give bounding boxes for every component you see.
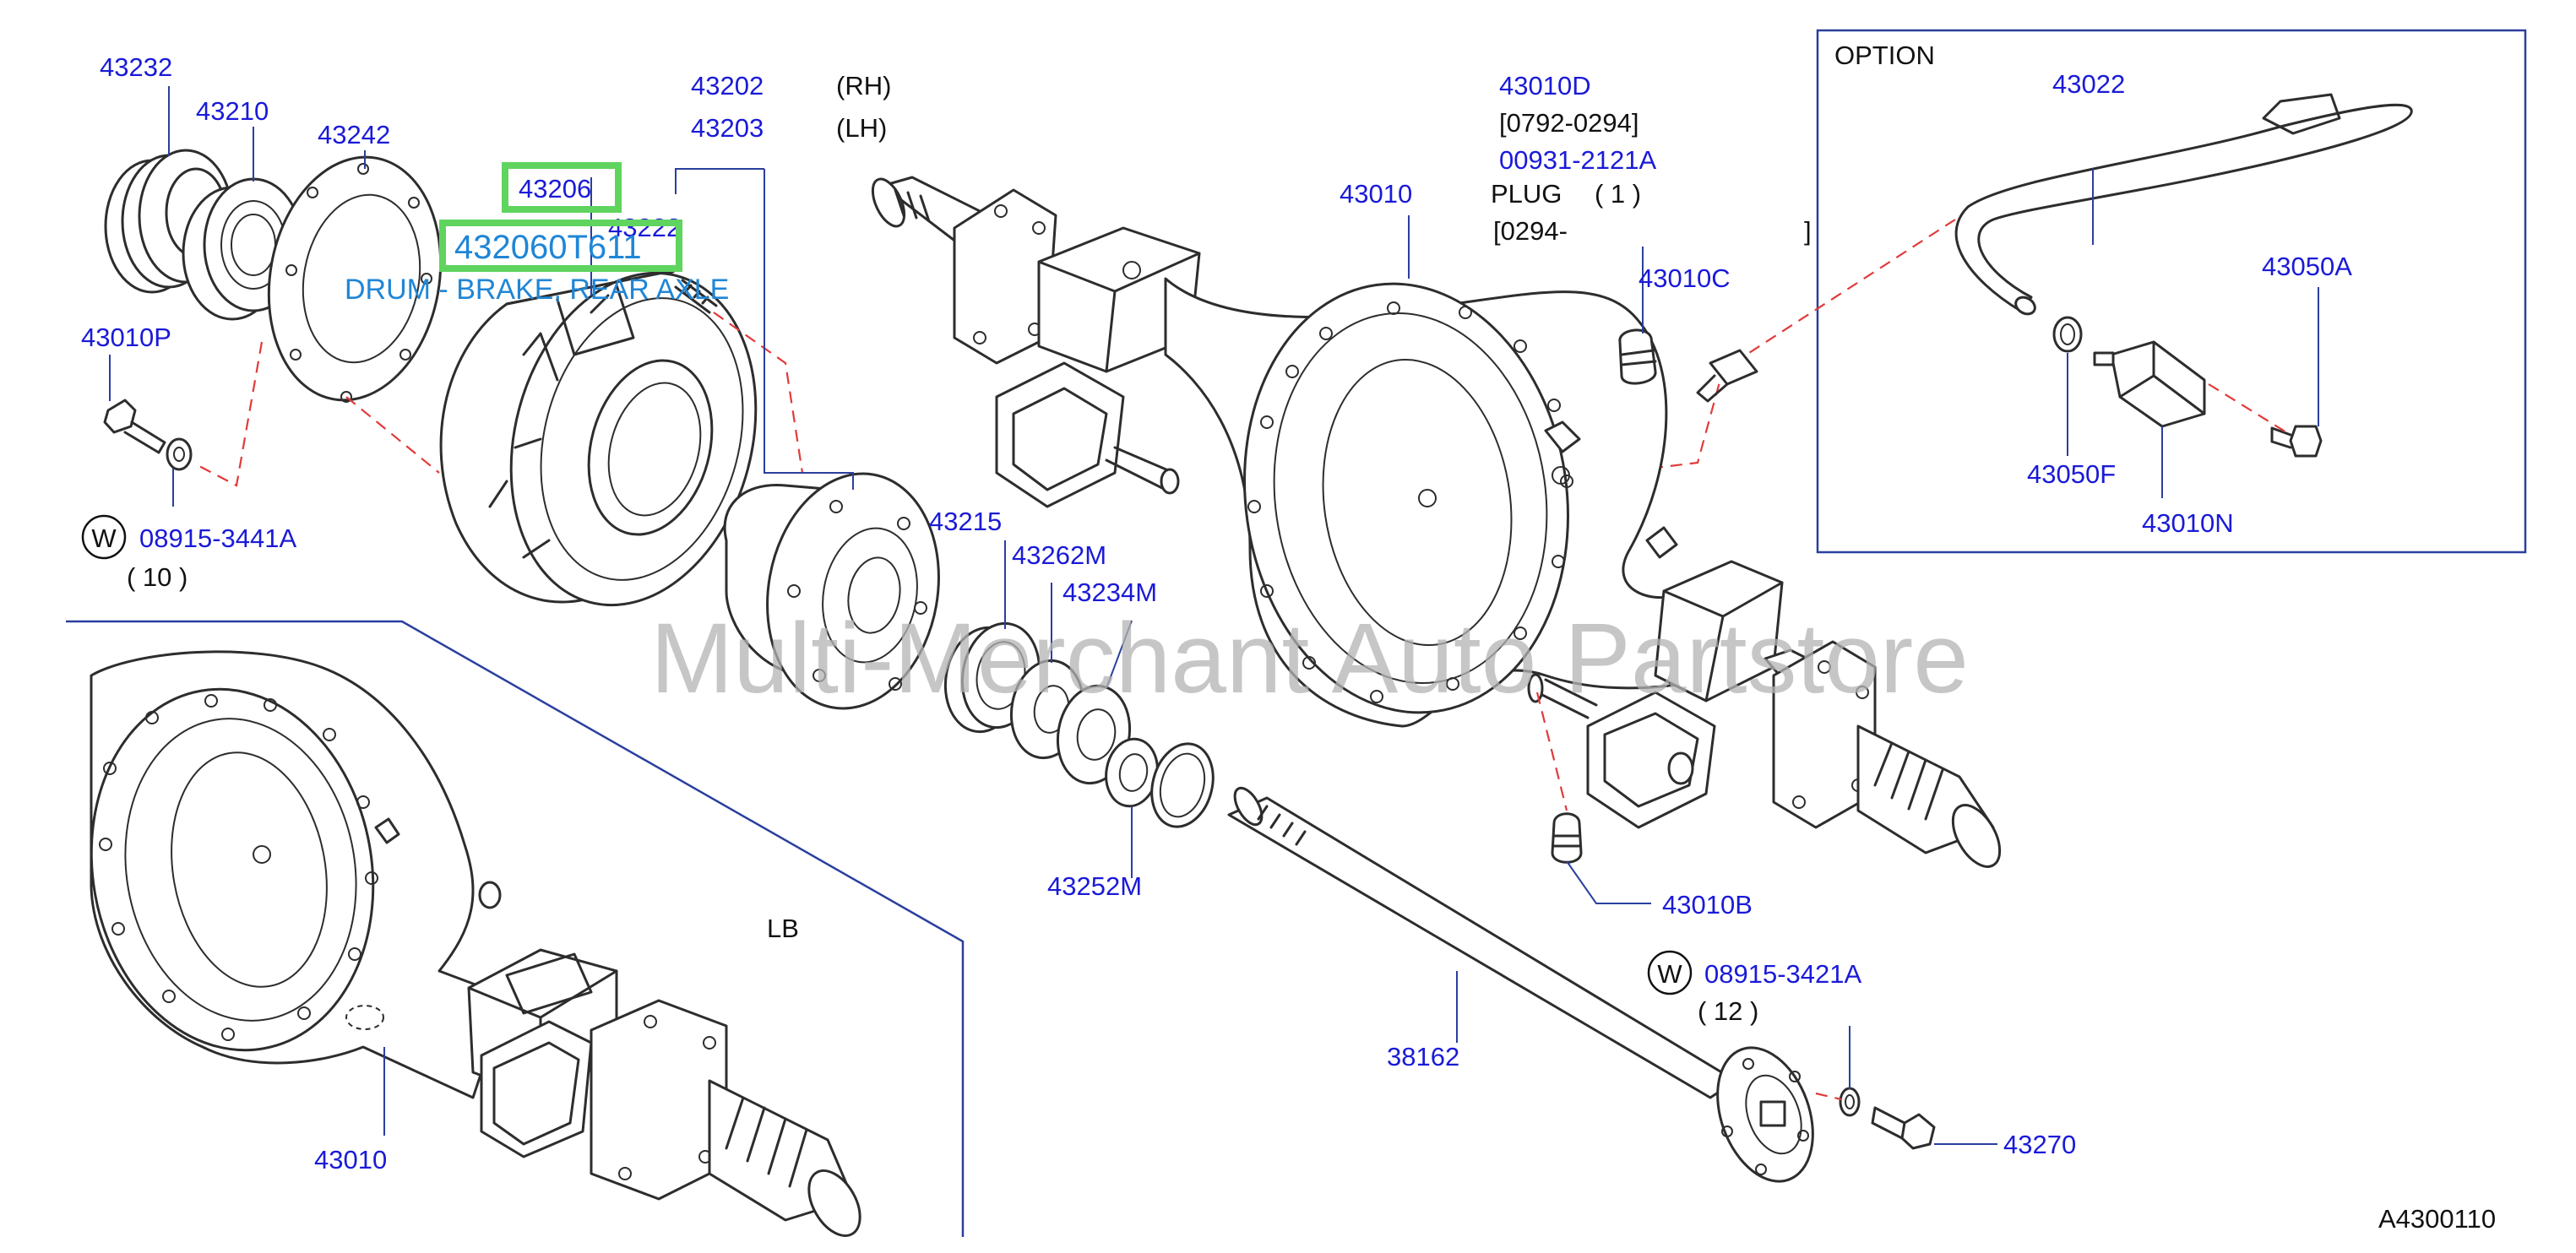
lb-inset: LB (66, 620, 965, 1237)
bracket-bolt (2270, 425, 2323, 458)
part-00931-2121A[interactable]: 00931-2121A (1499, 145, 1656, 175)
plug-label: PLUG (1491, 179, 1562, 209)
diagram-code: A4300110 (2378, 1204, 2496, 1234)
bearing-43252M (1105, 737, 1159, 808)
highlight-code-box[interactable] (439, 220, 682, 272)
plug-43010C (1696, 349, 1758, 403)
part-43270[interactable]: 43270 (2003, 1130, 2076, 1159)
part-08915-3421A[interactable]: 08915-3421A (1704, 959, 1861, 989)
washer-symbol-2: W (1647, 950, 1693, 995)
plug-qty: ( 1 ) (1595, 179, 1641, 209)
highlight-part-number[interactable]: 43206 (519, 174, 591, 203)
part-43203-side: (LH) (836, 113, 887, 143)
drain-plug (1551, 812, 1583, 864)
axle-housing (871, 176, 2002, 868)
highlight-part-box[interactable] (502, 162, 622, 213)
part-43234M[interactable]: 43234M (1062, 578, 1157, 607)
leader-lines (109, 86, 1997, 1145)
part-43222[interactable]: 43222 (608, 213, 681, 242)
watermark: Multi-Merchant Auto Partstore (650, 603, 1969, 714)
lock-washer-08915-3421A (1839, 1087, 1861, 1117)
part-43242[interactable]: 43242 (318, 120, 390, 149)
part-08915-3441A[interactable]: 08915-3441A (139, 523, 296, 553)
option-title: OPTION (1834, 41, 1935, 70)
seal-ring (1150, 742, 1215, 828)
washer-symbol-1-label: W (91, 523, 117, 553)
filler-plug (1618, 328, 1657, 385)
part-43215[interactable]: 43215 (929, 507, 1002, 536)
bolt-43270 (1871, 1106, 1936, 1150)
part-43202-side: (RH) (836, 71, 891, 100)
washer-symbol-1: W (81, 514, 127, 560)
part-43010D-range: [0792-0294] (1499, 108, 1639, 138)
breather-hose (1954, 93, 2413, 316)
part-43010-lb[interactable]: 43010 (314, 1145, 387, 1174)
inset-title: LB (767, 914, 799, 943)
hose-clip (2052, 316, 2083, 353)
wheel-stud (674, 279, 718, 314)
highlight-callout[interactable]: 43206 432060T611 DRUM - BRAKE, REAR AXLE (345, 162, 729, 306)
part-43010-main[interactable]: 43010 (1340, 179, 1412, 209)
part-43010P[interactable]: 43010P (81, 323, 171, 352)
part-43232[interactable]: 43232 (100, 52, 172, 82)
brake-drum (439, 268, 758, 607)
part-43010N[interactable]: 43010N (2142, 508, 2234, 538)
part-43262M[interactable]: 43262M (1012, 540, 1106, 570)
part-43210[interactable]: 43210 (196, 96, 269, 126)
part-43010C[interactable]: 43010C (1639, 263, 1731, 293)
part-43050A[interactable]: 43050A (2262, 252, 2352, 281)
part-43252M[interactable]: 43252M (1047, 871, 1142, 901)
part-43203[interactable]: 43203 (691, 113, 764, 143)
part-08915-3421A-qty: ( 12 ) (1698, 996, 1758, 1026)
bolt-43010P (103, 399, 166, 454)
housing-bolt-holes (1247, 301, 1573, 703)
plug-range-start: [0294- (1493, 216, 1568, 246)
part-43022[interactable]: 43022 (2052, 69, 2125, 99)
part-labels: 43232 43210 43242 43202 (RH) 43203 (LH) … (81, 52, 2076, 1174)
breather-bracket (2093, 340, 2206, 428)
part-08915-3441A-qty: ( 10 ) (127, 562, 187, 592)
highlight-part-code[interactable]: 432060T611 (454, 229, 642, 266)
part-43010B[interactable]: 43010B (1662, 890, 1753, 919)
part-38162[interactable]: 38162 (1387, 1042, 1459, 1071)
part-43050F[interactable]: 43050F (2027, 459, 2116, 489)
option-box: OPTION 43022 43050A 43050 (1816, 29, 2527, 554)
washer (166, 437, 193, 471)
part-43010D[interactable]: 43010D (1499, 71, 1591, 100)
washer-symbol-2-label: W (1657, 959, 1682, 989)
axle-shaft (1227, 786, 1814, 1183)
plug-range-end: ] (1804, 216, 1812, 246)
axle-hub (723, 472, 940, 710)
gasket-43242 (267, 155, 443, 403)
highlight-description: DRUM - BRAKE, REAR AXLE (345, 274, 729, 306)
part-43202[interactable]: 43202 (691, 71, 764, 100)
